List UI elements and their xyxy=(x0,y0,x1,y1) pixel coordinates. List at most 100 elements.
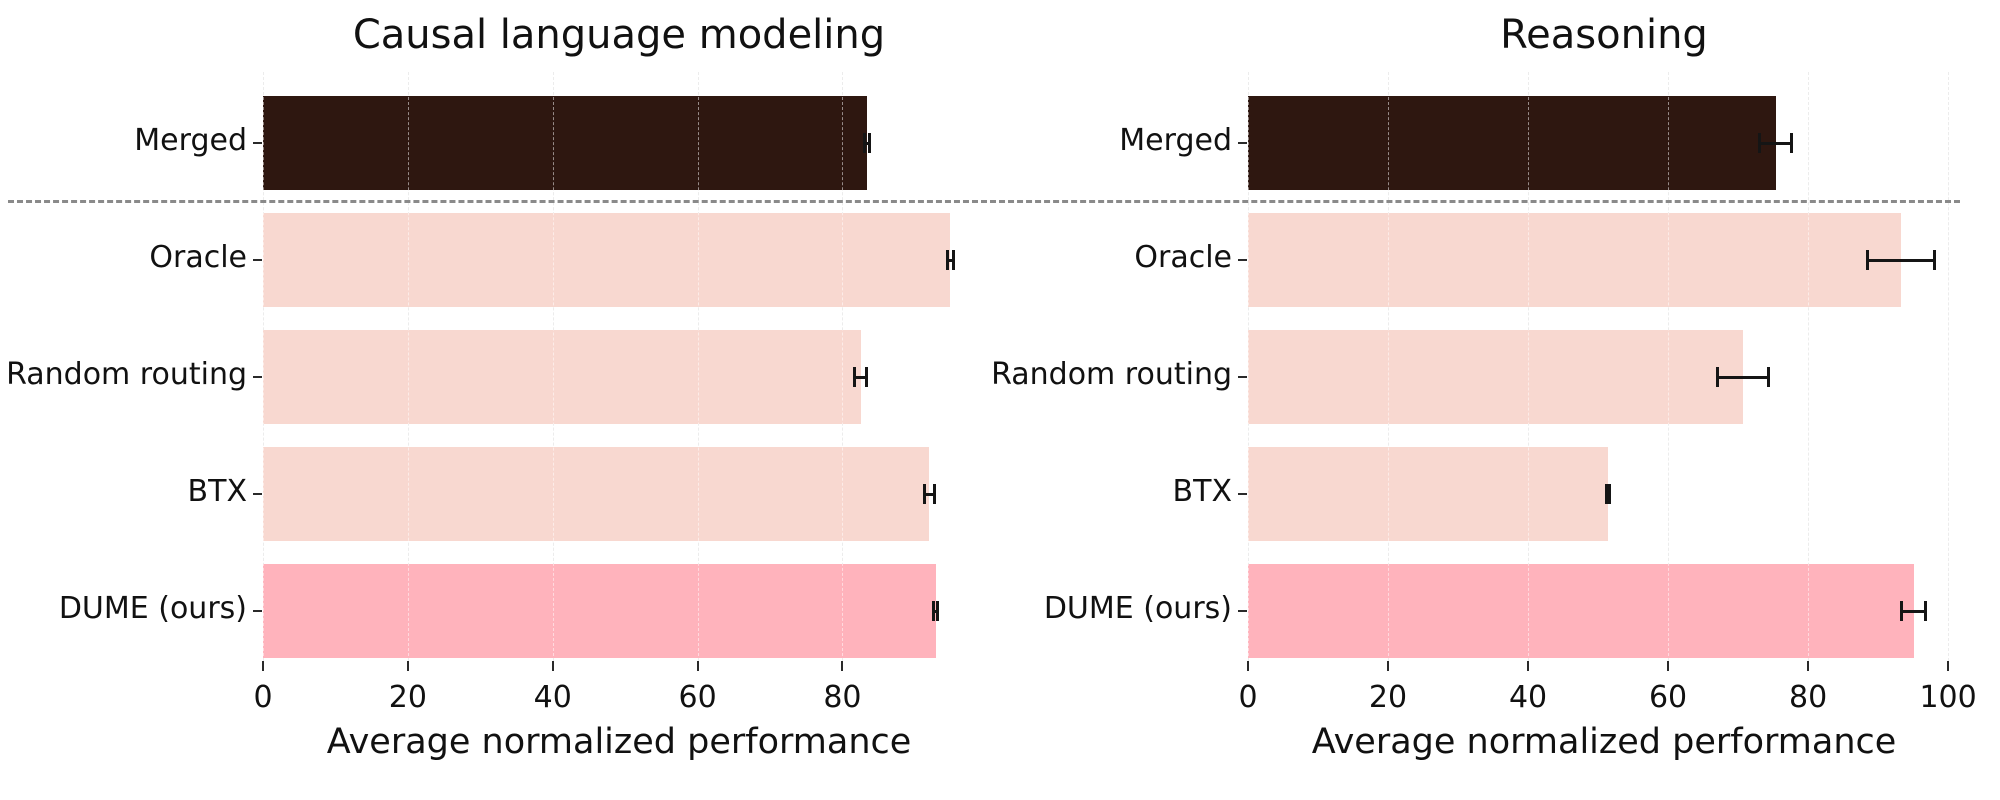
category-label-dume-ours: DUME (ours) xyxy=(1043,591,1232,626)
panel-title-causal-language-modeling: Causal language modeling xyxy=(352,12,886,58)
category-label-btx: BTX xyxy=(187,474,247,509)
error-bar-btx xyxy=(922,484,936,504)
gridline-overlay-x20 xyxy=(1388,72,1390,661)
gridline-overlay-x0 xyxy=(1248,72,1249,661)
y-tick-random-routing xyxy=(253,376,262,378)
y-tick-oracle xyxy=(253,259,262,261)
bar-dume-ours xyxy=(1248,564,1914,658)
bar-random-routing xyxy=(263,330,861,424)
x-tick-mark-40 xyxy=(1527,661,1530,671)
error-bar-line xyxy=(922,492,936,496)
x-tick-label-60: 60 xyxy=(1648,680,1688,715)
x-tick-mark-20 xyxy=(406,661,409,671)
gridline-overlay-x40 xyxy=(552,72,554,661)
category-label-dume-ours: DUME (ours) xyxy=(58,591,247,626)
category-label-random-routing: Random routing xyxy=(6,357,247,392)
y-tick-dume-ours xyxy=(253,610,262,612)
error-bar-oracle xyxy=(946,250,955,270)
error-bar-oracle xyxy=(1866,250,1937,270)
error-bar-dume-ours xyxy=(1900,601,1928,621)
x-tick-label-60: 60 xyxy=(678,680,717,715)
error-bar-cap-left xyxy=(863,133,867,153)
bar-btx xyxy=(1248,447,1608,541)
error-bar-cap-right xyxy=(936,601,940,621)
x-tick-label-100: 100 xyxy=(1919,680,1977,715)
x-tick-mark-0 xyxy=(1247,661,1249,671)
error-bar-cap-left xyxy=(922,484,926,504)
error-bar-line xyxy=(932,609,940,613)
error-bar-cap-right xyxy=(1924,601,1928,621)
gridline-overlay-x0 xyxy=(263,72,264,661)
panel-title-reasoning: Reasoning xyxy=(1500,12,1708,58)
error-bar-cap-right xyxy=(867,133,871,153)
category-label-oracle: Oracle xyxy=(1134,240,1232,275)
x-tick-mark-80 xyxy=(841,661,844,671)
x-tick-mark-100 xyxy=(1947,661,1950,671)
error-bar-dume-ours xyxy=(932,601,940,621)
error-bar-cap-left xyxy=(1866,250,1870,270)
error-bar-cap-right xyxy=(951,250,955,270)
bar-oracle xyxy=(263,213,951,307)
bar-dume-ours xyxy=(263,564,936,658)
bar-btx xyxy=(263,447,930,541)
bar-random-routing xyxy=(1248,330,1743,424)
y-tick-merged xyxy=(253,142,262,144)
x-tick-label-80: 80 xyxy=(823,680,862,715)
error-bar-cap-right xyxy=(932,484,936,504)
x-tick-label-20: 20 xyxy=(388,680,427,715)
error-bar-cap-left xyxy=(1715,367,1719,387)
error-bar-line xyxy=(853,375,868,379)
error-bar-merged xyxy=(863,133,871,153)
category-label-random-routing: Random routing xyxy=(991,357,1232,392)
x-tick-label-0: 0 xyxy=(253,680,273,715)
x-tick-label-80: 80 xyxy=(1788,680,1828,715)
error-bar-line xyxy=(863,141,871,145)
error-bar-line xyxy=(1758,141,1794,145)
gridline-overlay-x80 xyxy=(1808,72,1810,661)
category-label-btx: BTX xyxy=(1172,474,1232,509)
error-bar-cap-left xyxy=(853,367,857,387)
error-bar-cap-right xyxy=(1607,484,1611,504)
y-tick-oracle xyxy=(1238,259,1247,261)
error-bar-line xyxy=(1900,609,1928,613)
x-tick-mark-20 xyxy=(1387,661,1390,671)
error-bar-line xyxy=(1715,375,1771,379)
error-bar-random-routing xyxy=(853,367,868,387)
error-bar-cap-right xyxy=(1790,133,1794,153)
x-axis-label-right: Average normalized performance xyxy=(1311,722,1897,762)
bar-merged xyxy=(263,96,868,190)
error-bar-cap-right xyxy=(1767,367,1771,387)
category-label-oracle: Oracle xyxy=(149,240,247,275)
bar-merged xyxy=(1248,96,1776,190)
y-tick-btx xyxy=(253,493,262,495)
x-tick-mark-40 xyxy=(551,661,554,671)
x-tick-mark-80 xyxy=(1807,661,1810,671)
y-tick-merged xyxy=(1238,142,1247,144)
error-bar-btx xyxy=(1605,484,1611,504)
error-bar-cap-right xyxy=(864,367,868,387)
x-tick-label-40: 40 xyxy=(1508,680,1548,715)
x-tick-mark-60 xyxy=(696,661,699,671)
gridline-overlay-x60 xyxy=(697,72,699,661)
x-tick-mark-0 xyxy=(262,661,264,671)
error-bar-random-routing xyxy=(1715,367,1771,387)
y-tick-dume-ours xyxy=(1238,610,1247,612)
error-bar-cap-left xyxy=(1605,484,1609,504)
bar-oracle xyxy=(1248,213,1902,307)
x-tick-label-0: 0 xyxy=(1238,680,1258,715)
error-bar-line xyxy=(1866,258,1937,262)
x-tick-label-20: 20 xyxy=(1368,680,1408,715)
error-bar-cap-right xyxy=(1933,250,1937,270)
error-bar-cap-left xyxy=(1758,133,1762,153)
y-tick-btx xyxy=(1238,493,1247,495)
x-tick-mark-60 xyxy=(1667,661,1670,671)
gridline-overlay-x60 xyxy=(1668,72,1670,661)
error-bar-merged xyxy=(1758,133,1794,153)
error-bar-line xyxy=(946,258,955,262)
category-label-merged: Merged xyxy=(1119,123,1232,158)
x-tick-label-40: 40 xyxy=(533,680,572,715)
error-bar-cap-left xyxy=(946,250,950,270)
y-tick-random-routing xyxy=(1238,376,1247,378)
merged-baselines-separator-line xyxy=(8,200,1960,203)
error-bar-cap-left xyxy=(1900,601,1904,621)
